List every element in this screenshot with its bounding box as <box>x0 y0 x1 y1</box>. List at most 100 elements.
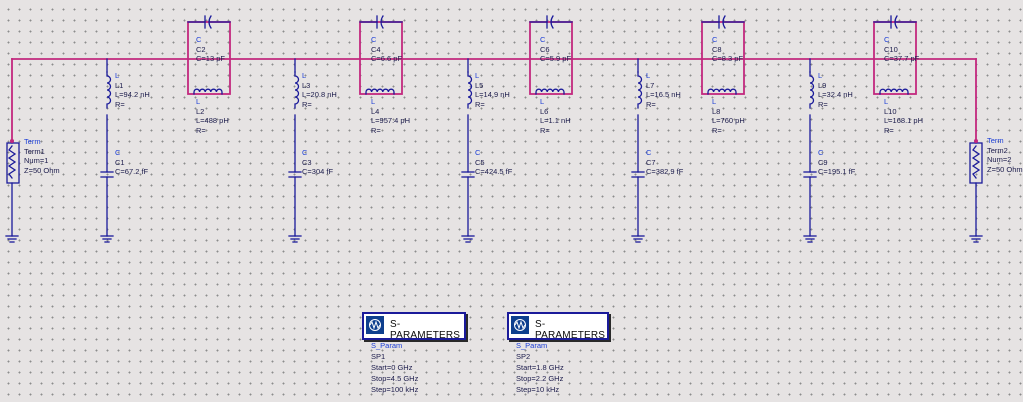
sparam-controller-sp2[interactable]: S-PARAMETERS <box>507 312 609 341</box>
inductor-resistance: R= <box>540 125 550 135</box>
capacitor-value: C=5.9 pF <box>540 54 572 63</box>
capacitor-value: C=424.5 fF <box>475 167 513 176</box>
capacitor-name: C10 <box>884 44 898 54</box>
capacitor-value: C=304 fF <box>302 167 334 176</box>
sparam-stop: Stop=2.2 GHz <box>516 374 564 383</box>
inductor-title: L <box>884 97 889 106</box>
sparam-start: Start=1.8 GHz <box>516 363 564 372</box>
capacitor-c6-label[interactable]: C C6 C=5.9 pF <box>540 35 571 64</box>
sparam-label: S-PARAMETERS <box>390 319 461 341</box>
sparam-icon <box>511 316 529 334</box>
sparam-controller-sp1[interactable]: S-PARAMETERS <box>362 312 466 341</box>
inductor-value: L=1.1 nH <box>540 116 571 125</box>
capacitor-name: C6 <box>540 44 550 54</box>
inductor-name: L1 <box>115 80 124 90</box>
series-tank-3 <box>529 15 573 95</box>
inductor-value: L=94.2 nH <box>115 90 150 99</box>
sparam-icon <box>366 316 384 334</box>
inductor-resistance: R= <box>475 99 485 109</box>
inductor-resistance: R= <box>818 99 828 109</box>
term2-impedance: Z=50 Ohm <box>987 164 1023 174</box>
capacitor-c4-label[interactable]: C C4 C=6.6 pF <box>371 35 402 64</box>
inductor-title: L <box>646 71 651 80</box>
inductor-resistance: R= <box>371 125 381 135</box>
capacitor-title: C <box>712 35 718 44</box>
inductor-name: L2 <box>196 106 205 116</box>
inductor-l1-label[interactable]: L L1 L=94.2 nH R= <box>115 71 150 109</box>
series-tank-4 <box>701 15 745 95</box>
inductor-resistance: R= <box>884 125 894 135</box>
capacitor-name: C7 <box>646 157 656 167</box>
inductor-name: L7 <box>646 80 655 90</box>
shunt-branch-5 <box>803 58 817 243</box>
capacitor-name: C5 <box>475 157 485 167</box>
sparam-sp1-info[interactable]: S_Param SP1 Start=0 GHz Stop=4.5 GHz Ste… <box>371 340 418 395</box>
inductor-resistance: R= <box>302 99 312 109</box>
inductor-l8-label[interactable]: L L8 L=760 pH R= <box>712 97 745 135</box>
inductor-l9-label[interactable]: L L9 L=32.4 nH R= <box>818 71 853 109</box>
capacitor-c10-label[interactable]: C C10 C=37.7 pF <box>884 35 919 64</box>
term2-symbol <box>969 140 983 243</box>
inductor-name: L10 <box>884 106 897 116</box>
inductor-resistance: R= <box>115 99 125 109</box>
capacitor-c9-label[interactable]: C C9 C=195.1 fF <box>818 148 855 177</box>
inductor-value: L=760 pH <box>712 116 745 125</box>
inductor-name: L6 <box>540 106 549 116</box>
capacitor-c7-label[interactable]: C C7 C=382.9 fF <box>646 148 683 177</box>
inductor-l10-label[interactable]: L L10 L=168.1 pH R= <box>884 97 923 135</box>
term1-num: Num=1 <box>24 156 49 165</box>
capacitor-name: C9 <box>818 157 828 167</box>
term2-label[interactable]: Term Term2 Num=2 Z=50 Ohm <box>987 136 1023 174</box>
capacitor-name: C2 <box>196 44 206 54</box>
capacitor-name: C1 <box>115 157 125 167</box>
term1-port-dot <box>10 139 14 143</box>
term1-symbol <box>5 140 20 243</box>
term1-impedance: Z=50 Ohm <box>24 165 60 175</box>
term1-label[interactable]: Term Term1 Num=1 Z=50 Ohm <box>24 137 60 175</box>
inductor-l6-label[interactable]: L L6 L=1.1 nH R= <box>540 97 571 135</box>
capacitor-c5-label[interactable]: C C5 C=424.5 fF <box>475 148 512 177</box>
inductor-l5-label[interactable]: L L5 L=14.9 nH R= <box>475 71 510 109</box>
capacitor-title: C <box>475 148 481 157</box>
term1-name: Term1 <box>24 146 45 156</box>
inductor-l2-label[interactable]: L L2 L=488 pH R= <box>196 97 229 135</box>
capacitor-value: C=37.7 pF <box>884 54 920 63</box>
capacitor-value: C=13 pF <box>196 54 225 63</box>
sparam-sp2-info[interactable]: S_Param SP2 Start=1.8 GHz Stop=2.2 GHz S… <box>516 340 564 395</box>
inductor-value: L=488 pH <box>196 116 229 125</box>
capacitor-name: C3 <box>302 157 312 167</box>
shunt-branch-3 <box>461 58 475 243</box>
capacitor-title: C <box>646 148 652 157</box>
sparam-step: Step=100 kHz <box>371 385 419 394</box>
inductor-resistance: R= <box>712 125 722 135</box>
term1-title: Term <box>24 137 41 146</box>
capacitor-c2-label[interactable]: C C2 C=13 pF <box>196 35 225 64</box>
inductor-resistance: R= <box>646 99 656 109</box>
capacitor-value: C=195.1 fF <box>818 167 856 176</box>
capacitor-value: C=382.9 fF <box>646 167 684 176</box>
capacitor-value: C=8.3 pF <box>712 54 744 63</box>
capacitor-c1-label[interactable]: C C1 C=67.2 fF <box>115 148 148 177</box>
inductor-value: L=957.4 pH <box>371 116 410 125</box>
inductor-l4-label[interactable]: L L4 L=957.4 pH R= <box>371 97 410 135</box>
inductor-title: L <box>115 71 120 80</box>
sparam-step: Step=10 kHz <box>516 385 560 394</box>
inductor-name: L9 <box>818 80 827 90</box>
inductor-value: L=168.1 pH <box>884 116 923 125</box>
shunt-branch-2 <box>288 58 302 243</box>
inductor-l7-label[interactable]: L L7 L=16.5 nH R= <box>646 71 681 109</box>
capacitor-c8-label[interactable]: C C8 C=8.3 pF <box>712 35 743 64</box>
inductor-title: L <box>371 97 376 106</box>
series-tank-2 <box>359 15 403 95</box>
sparam-name: SP1 <box>371 352 386 361</box>
term2-name: Term2 <box>987 145 1008 155</box>
sparam-title: S_Param <box>516 341 548 350</box>
sparam-title: S_Param <box>371 341 403 350</box>
inductor-value: L=16.5 nH <box>646 90 681 99</box>
inductor-title: L <box>712 97 717 106</box>
inductor-value: L=32.4 nH <box>818 90 853 99</box>
capacitor-c3-label[interactable]: C C3 C=304 fF <box>302 148 333 177</box>
inductor-l3-label[interactable]: L L3 L=20.8 nH R= <box>302 71 337 109</box>
